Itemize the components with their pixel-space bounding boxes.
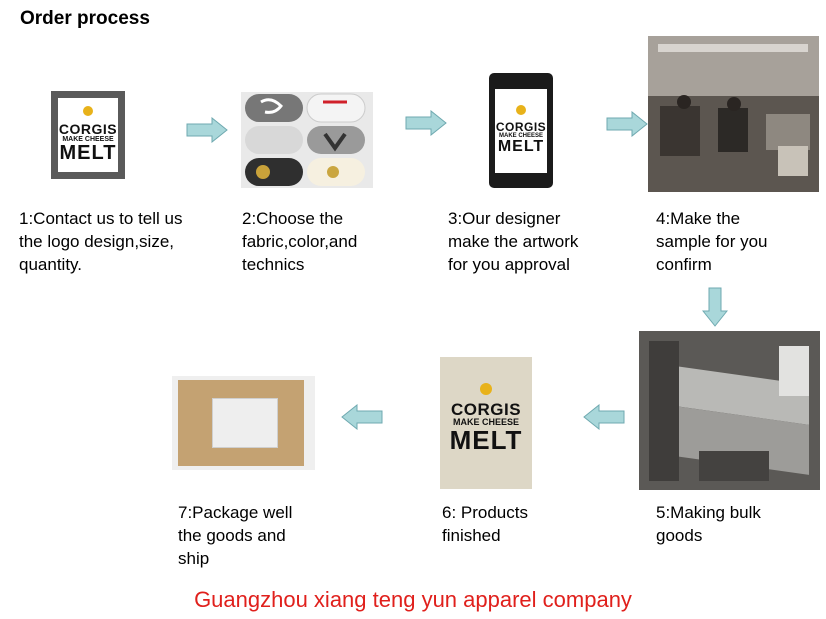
phone-screen: CORGIS MAKE CHEESE MELT [495,89,547,173]
logo-line3: MELT [497,138,545,155]
machine-photo [639,331,820,490]
step-7-image [172,376,315,470]
step-1-image: CORGIS MAKE CHEESE MELT [51,91,125,179]
step-3-image: CORGIS MAKE CHEESE MELT [489,73,553,188]
step-7-label: 7:Package well the goods and ship [178,503,293,568]
step-4-label: 4:Make the sample for you confirm [656,209,768,274]
company-name: Guangzhou xiang teng yun apparel company [194,587,632,612]
cardboard-box [178,380,304,466]
logo-line2: MAKE CHEESE [62,136,114,143]
workshop-photo [648,36,819,192]
logo-line3: MELT [59,142,117,164]
step-2-image [241,92,373,188]
logo-badge-icon [516,105,526,115]
arrow-right-icon [186,117,228,143]
step-6-label: 6: Products finished [442,503,528,545]
logo-line1: CORGIS [450,400,522,419]
step-1-label: 1:Contact us to tell us the logo design,… [19,209,183,274]
product-print: CORGIS MAKE CHEESE MELT [440,357,532,489]
step-5-image [639,331,820,490]
fabric-samples-graphic [245,93,366,186]
arrow-left-icon [583,404,625,430]
step-2-label: 2:Choose the fabric,color,and technics [242,209,358,274]
step-4-image [648,36,819,192]
shipping-label [212,398,278,448]
logo-line1: CORGIS [495,120,547,134]
step-5-label: 5:Making bulk goods [656,503,761,545]
page-title: Order process [20,8,150,29]
logo-card: CORGIS MAKE CHEESE MELT [58,98,118,172]
step-3-label: 3:Our designer make the artwork for you … [448,209,579,274]
logo-line3: MELT [449,425,523,455]
arrow-left-icon [341,404,383,430]
logo-line1: CORGIS [58,121,118,137]
logo-badge-icon [480,383,492,395]
logo-badge-icon [83,106,93,116]
step-6-image: CORGIS MAKE CHEESE MELT [440,357,532,489]
arrow-down-icon [702,287,728,327]
arrow-right-icon [606,111,648,137]
arrow-right-icon [405,110,447,136]
logo-line2: MAKE CHEESE [452,417,519,427]
logo-line2: MAKE CHEESE [498,133,543,139]
